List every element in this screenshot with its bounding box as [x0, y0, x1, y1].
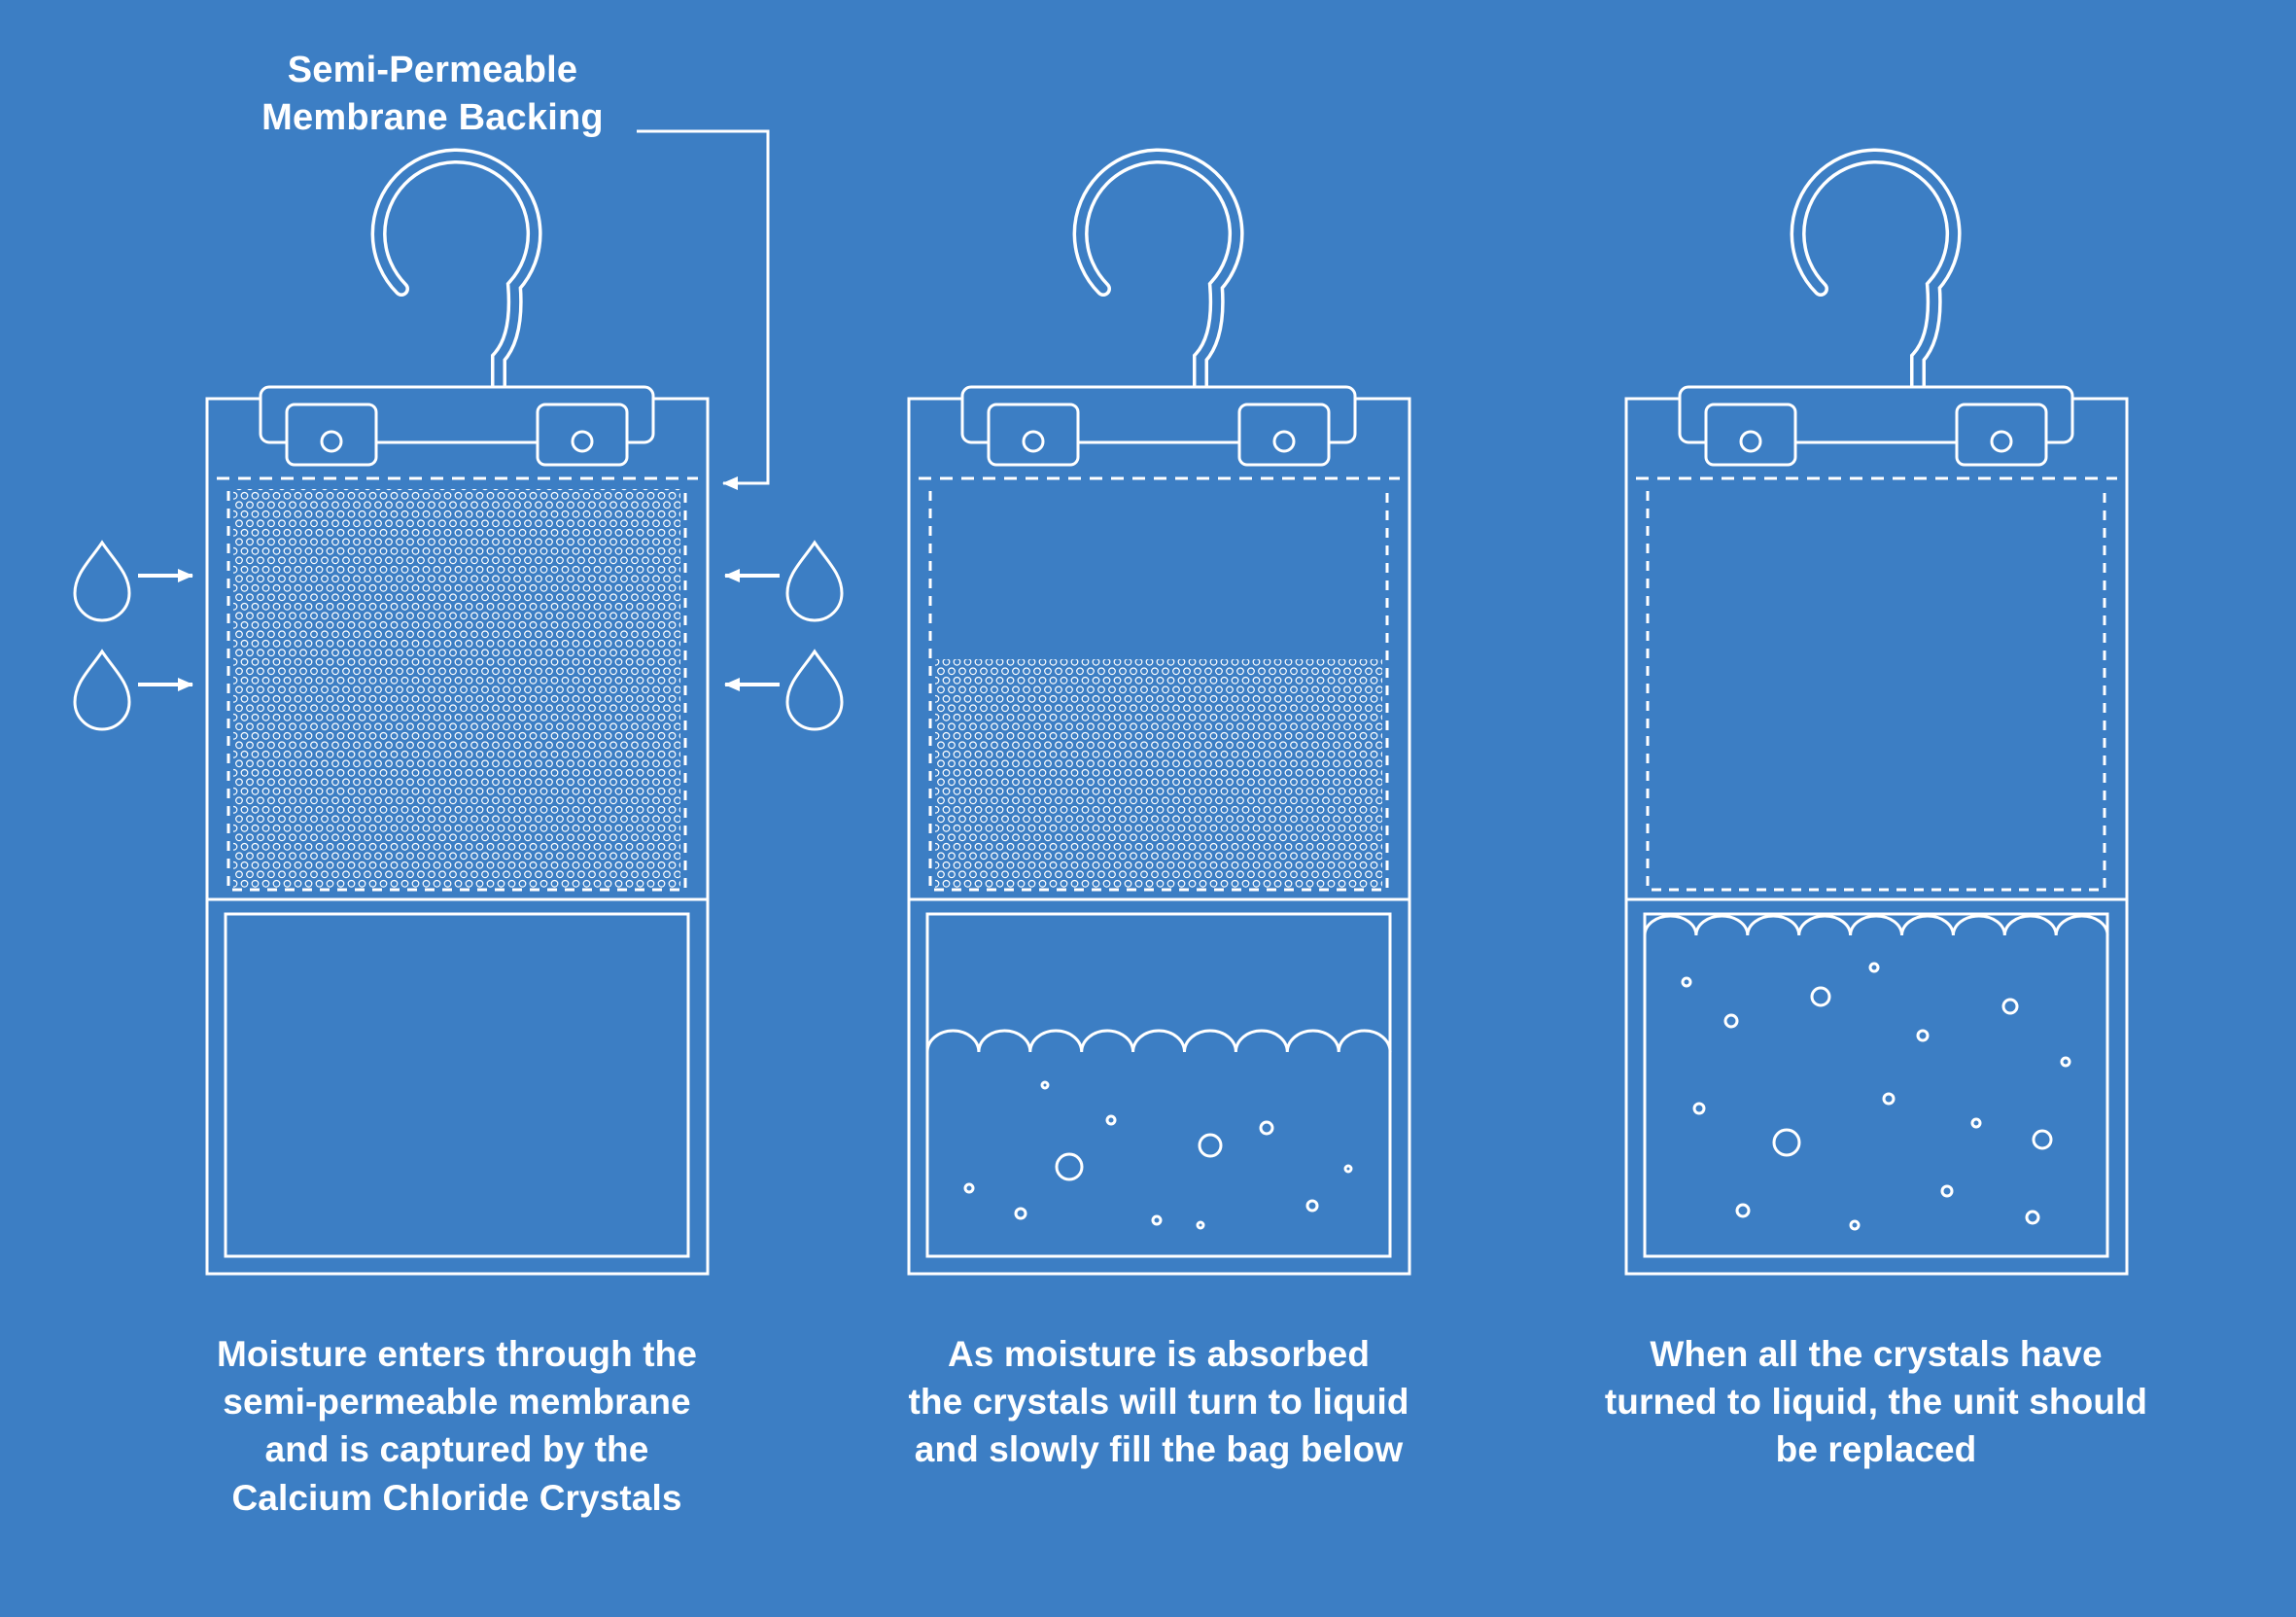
caption-stage-1: Moisture enters through the semi-permeab…: [136, 1330, 778, 1522]
caption-line: and is captured by the: [264, 1429, 649, 1470]
moisture-right: [724, 541, 844, 731]
caption-line: Moisture enters through the: [217, 1334, 697, 1374]
caption-line: and slowly fill the bag below: [914, 1429, 1404, 1470]
water-surface-wave: [925, 1029, 1392, 1053]
water-droplet-icon: [73, 650, 131, 731]
caption-line: the crystals will turn to liquid: [908, 1382, 1409, 1423]
annotation-line: Semi-Permeable: [287, 50, 578, 90]
bubbles: [963, 1080, 1353, 1230]
bag-stage-2: [909, 156, 1409, 1274]
caption-line: semi-permeable membrane: [223, 1382, 691, 1423]
caption-line: be replaced: [1775, 1429, 1977, 1470]
membrane-annotation-label: Semi-Permeable Membrane Backing: [228, 47, 637, 141]
caption-stage-2: As moisture is absorbed the crystals wil…: [838, 1330, 1479, 1474]
water-surface-wave: [1643, 914, 2109, 936]
bag-shell-stage-3: [1626, 156, 2127, 1274]
crystal-fill-full: [233, 489, 680, 888]
bubbles: [1681, 962, 2071, 1231]
moisture-left: [73, 541, 193, 731]
caption-line: Calcium Chloride Crystals: [231, 1477, 682, 1518]
caption-line: As moisture is absorbed: [947, 1334, 1371, 1374]
caption-stage-3: When all the crystals have turned to liq…: [1555, 1330, 2197, 1474]
annotation-connector-line: [637, 129, 770, 490]
water-droplet-icon: [785, 650, 844, 731]
annotation-line: Membrane Backing: [261, 96, 604, 138]
bag-stage-1: [207, 156, 708, 1274]
caption-line: turned to liquid, the unit should: [1604, 1382, 2148, 1423]
water-droplet-icon: [73, 541, 131, 622]
water-droplet-icon: [785, 541, 844, 622]
caption-line: When all the crystals have: [1650, 1334, 2103, 1374]
crystal-fill-partial: [935, 659, 1382, 888]
bag-stage-3: [1626, 156, 2127, 1274]
